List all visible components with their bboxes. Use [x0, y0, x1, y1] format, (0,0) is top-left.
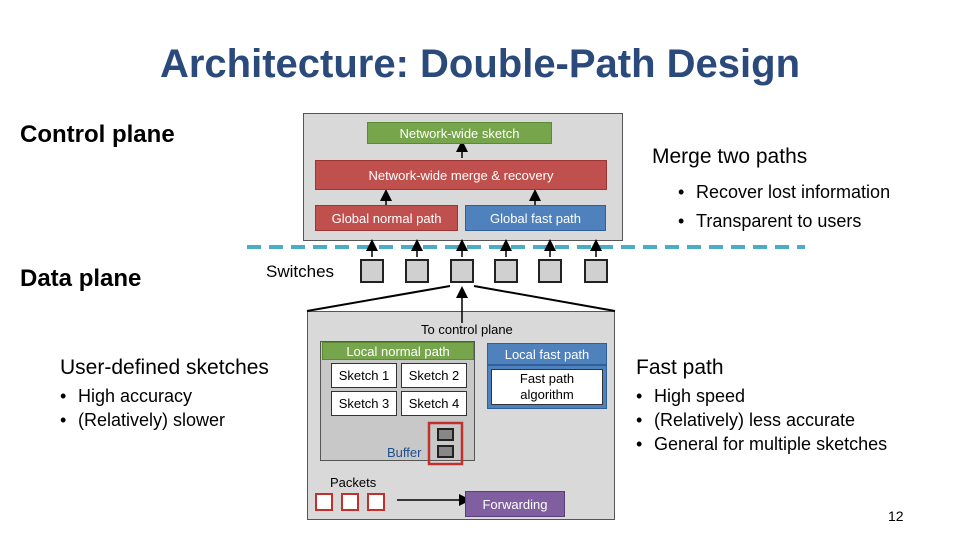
fast-bullet: General for multiple sketches: [636, 432, 887, 456]
forwarding-box: Forwarding: [465, 491, 565, 517]
sketch-box: Sketch 3: [331, 391, 397, 416]
network-wide-merge-box: Network-wide merge & recovery: [315, 160, 607, 190]
user-bullet: (Relatively) slower: [60, 408, 225, 432]
local-normal-path-label: Local normal path: [322, 342, 474, 360]
switch-node: [538, 259, 562, 283]
merge-bullet: Recover lost information: [678, 178, 890, 207]
switch-node: [405, 259, 429, 283]
to-control-plane-label: To control plane: [421, 322, 513, 337]
page-number: 12: [888, 508, 904, 524]
buffer-slot: [437, 445, 454, 458]
switch-node: [360, 259, 384, 283]
merge-bullet-list: Recover lost information Transparent to …: [678, 178, 890, 236]
fast-bullet: (Relatively) less accurate: [636, 408, 887, 432]
zoom-line-right: [473, 285, 616, 312]
data-plane-label: Data plane: [20, 265, 142, 292]
buffer-slot: [437, 428, 454, 441]
merge-two-paths-title: Merge two paths: [652, 145, 808, 168]
page-title: Architecture: Double-Path Design: [159, 42, 801, 86]
switch-node: [584, 259, 608, 283]
local-fast-path-label: Local fast path: [487, 343, 607, 365]
fast-path-algorithm-box: Fast path algorithm: [487, 365, 607, 409]
global-fast-path-box: Global fast path: [465, 205, 606, 231]
switch-node: [450, 259, 474, 283]
packet-icon: [367, 493, 385, 511]
sketch-box: Sketch 4: [401, 391, 467, 416]
zoom-line-left: [306, 285, 451, 312]
user-bullet: High accuracy: [60, 384, 225, 408]
switches-label: Switches: [266, 262, 335, 281]
buffer-outline: [427, 421, 464, 466]
packets-label: Packets: [330, 475, 377, 490]
fast-path-title: Fast path: [636, 356, 724, 379]
switch-node: [494, 259, 518, 283]
fast-bullet: High speed: [636, 384, 887, 408]
control-plane-label: Control plane: [20, 121, 175, 148]
sketch-box: Sketch 2: [401, 363, 467, 388]
fast-path-algorithm-label: Fast path algorithm: [491, 369, 603, 405]
network-wide-sketch-box: Network-wide sketch: [367, 122, 552, 144]
sketch-box: Sketch 1: [331, 363, 397, 388]
user-bullet-list: High accuracy (Relatively) slower: [60, 384, 225, 432]
packet-icon: [315, 493, 333, 511]
user-defined-sketches-title: User-defined sketches: [60, 356, 269, 379]
buffer-label: Buffer: [387, 445, 422, 460]
merge-bullet: Transparent to users: [678, 207, 890, 236]
global-normal-path-box: Global normal path: [315, 205, 458, 231]
packet-icon: [341, 493, 359, 511]
fast-bullet-list: High speed (Relatively) less accurate Ge…: [636, 384, 887, 456]
